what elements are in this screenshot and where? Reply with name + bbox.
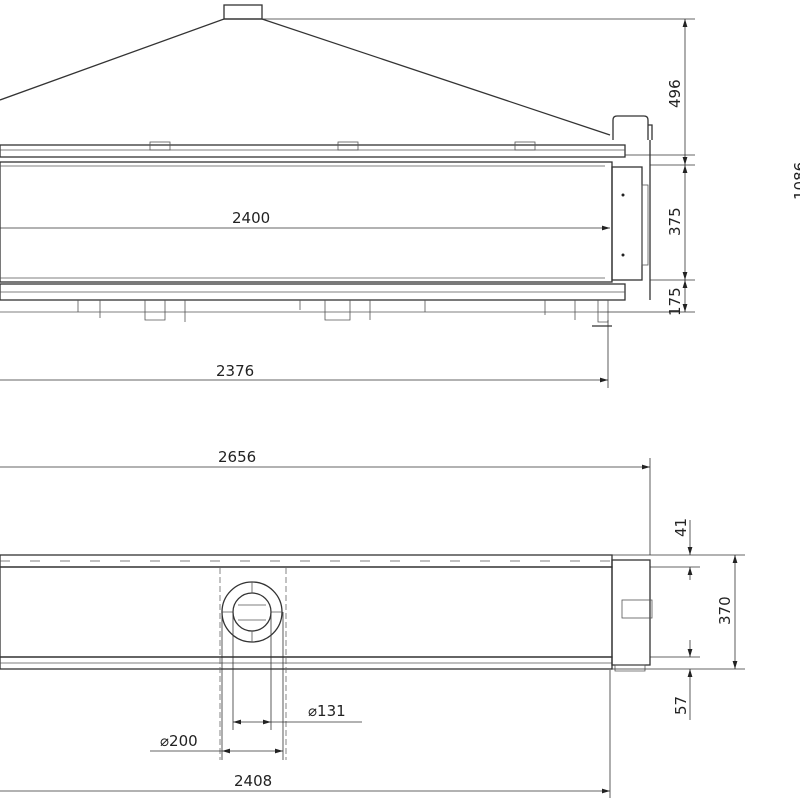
hood (0, 4, 653, 140)
body (0, 140, 651, 300)
dim-2376: 2376 (0, 320, 609, 388)
top-view: 2656 ⌀131 (0, 448, 745, 798)
dim-overall-length-label-top: 2656 (218, 448, 256, 466)
flue-collar (219, 568, 287, 760)
dim-hood-length-label: 2400 (232, 209, 270, 227)
dim-base-height-label: 175 (666, 287, 684, 316)
dim-right: 41 370 57 (612, 518, 745, 720)
dim-diameter-200: ⌀200 (150, 732, 283, 754)
dim-hood-height-label: 496 (666, 79, 684, 108)
dim-bottom-offset-label: 57 (672, 696, 690, 715)
dim-overall-length-label: 2376 (216, 362, 254, 380)
dim-depth-label: 370 (716, 596, 734, 625)
dim-body-length-label: 2408 (234, 772, 272, 790)
dim-inner-diameter-label: ⌀131 (308, 702, 346, 720)
dim-total-height-label: 1086 (791, 162, 800, 200)
dim-2656: 2656 (0, 448, 651, 555)
dim-2400: 2400 (0, 209, 610, 231)
base-rail (0, 283, 626, 327)
dim-body-height-label: 375 (666, 207, 684, 236)
dim-diameter-131: ⌀131 (233, 702, 362, 725)
side-view: 2400 2376 496 375 175 1086 (0, 4, 800, 388)
dim-2408: 2408 (0, 670, 611, 798)
body-plan (0, 554, 653, 672)
dim-vertical: 496 375 175 1086 (262, 18, 800, 316)
dim-outer-diameter-label: ⌀200 (160, 732, 198, 750)
dim-top-offset-label: 41 (672, 518, 690, 537)
upper-rail (0, 141, 626, 158)
